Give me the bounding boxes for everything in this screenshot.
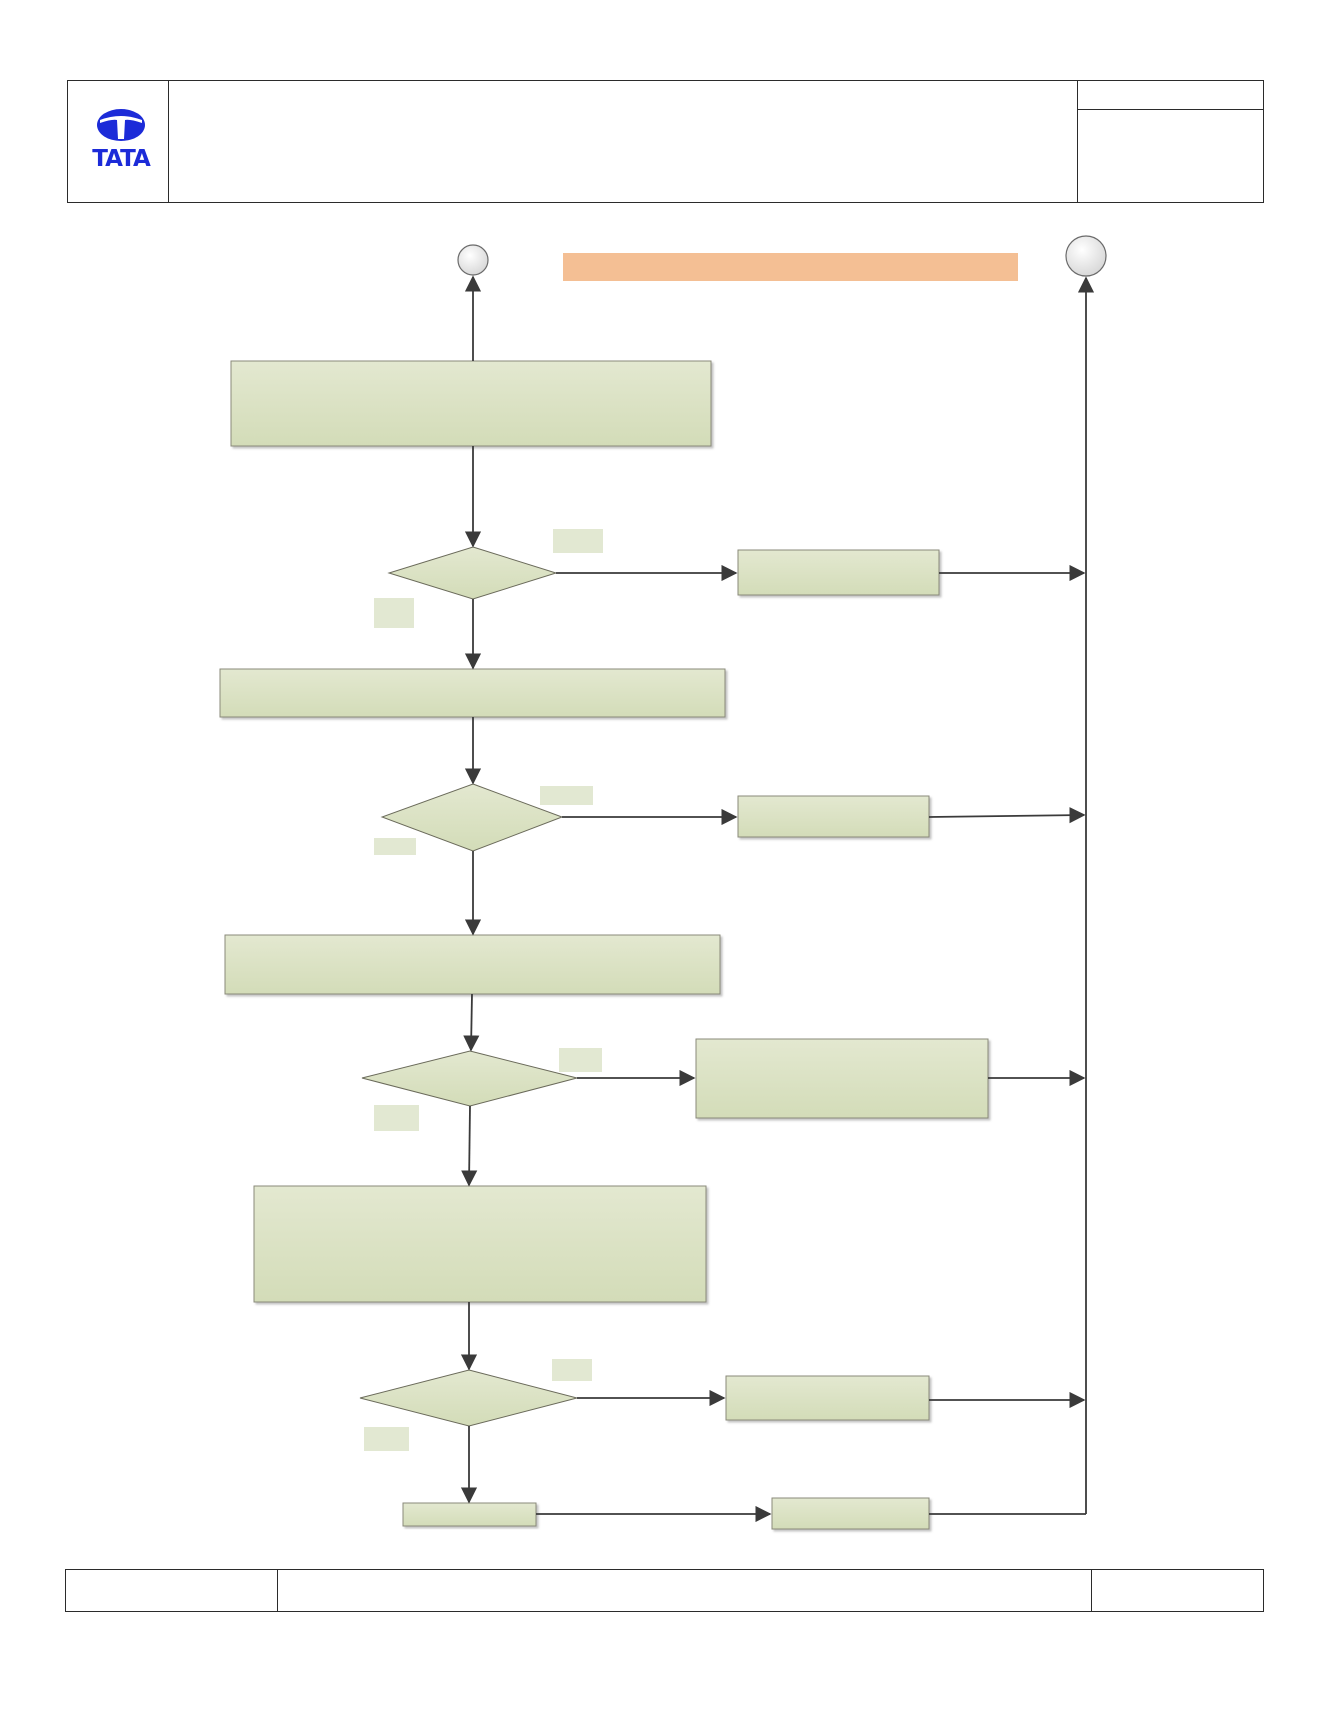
side-box-3 (695, 1038, 989, 1119)
title-banner (563, 253, 1018, 281)
flow-diamond3-to-box4 (461, 1105, 478, 1187)
header-right-cell (1077, 80, 1264, 203)
process-box-2 (219, 668, 726, 718)
branch-tag-yes-2 (540, 786, 593, 805)
footer-right-cell (1091, 1569, 1264, 1612)
process-box-1 (230, 360, 712, 447)
process-box-4 (253, 1185, 707, 1303)
branch-tag-yes-4 (552, 1359, 592, 1381)
process-box-5 (402, 1502, 537, 1527)
branch-tag-no-3 (374, 1105, 419, 1131)
footer-frame (65, 1569, 1264, 1612)
branch-tag-no-2 (374, 838, 416, 855)
header-right-divider (1077, 109, 1264, 110)
header-frame (67, 80, 1264, 203)
flow-side2-to-rail (928, 807, 1086, 824)
tata-wordmark: TATA (92, 146, 151, 172)
side-box-4 (725, 1375, 930, 1421)
tata-emblem-icon (97, 109, 145, 141)
header-logo-cell (67, 80, 169, 203)
decision-diamond-4 (359, 1369, 579, 1427)
branch-tag-no-1 (374, 598, 414, 628)
footer-left-cell (65, 1569, 278, 1612)
flow-box3-to-diamond3 (463, 993, 480, 1052)
side-box-2 (737, 795, 930, 838)
tata-logo: TATA (86, 108, 156, 172)
side-box-1 (737, 549, 940, 596)
process-box-3 (224, 934, 721, 995)
branch-tag-no-4 (364, 1427, 409, 1451)
branch-tag-yes-3 (559, 1048, 602, 1072)
side-box-5 (771, 1497, 930, 1530)
decision-diamond-3 (361, 1050, 578, 1107)
connector-left (457, 244, 489, 276)
connector-right (1065, 235, 1107, 277)
decision-diamond-1 (387, 546, 558, 600)
branch-tag-yes-1 (553, 529, 603, 553)
